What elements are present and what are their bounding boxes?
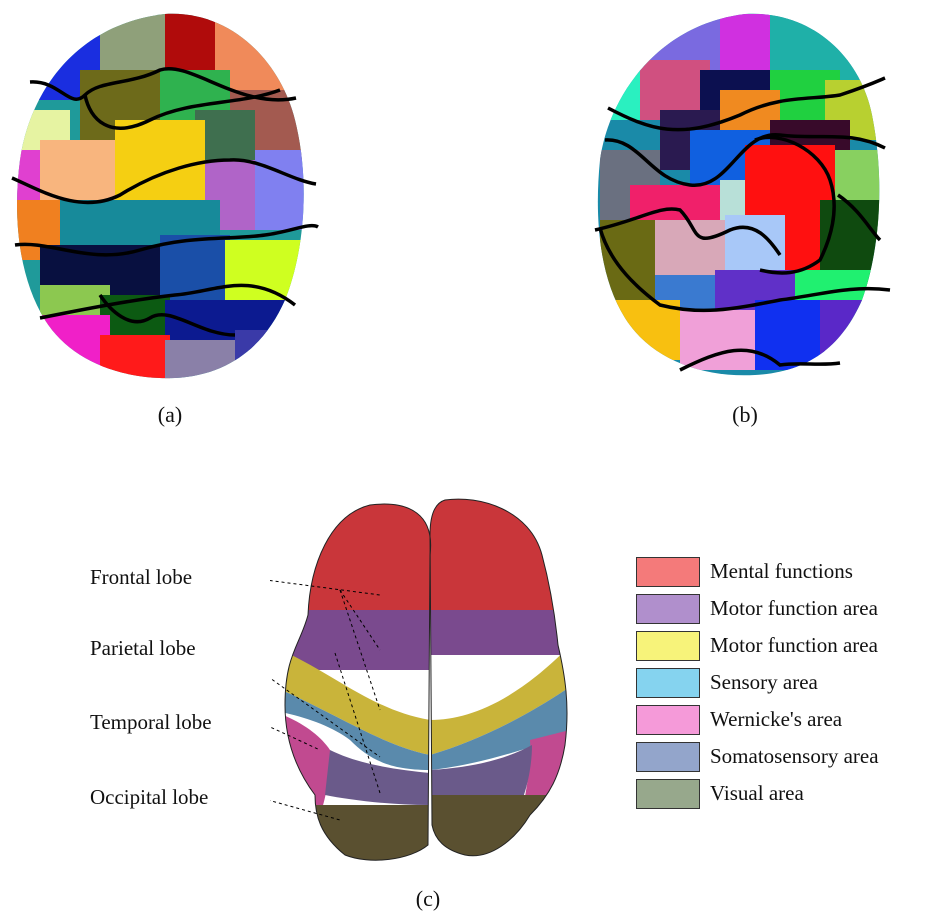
legend-label: Motor function area [710,633,878,658]
legend-item: Somatosensory area [636,738,879,775]
caption-c: (c) [398,886,458,912]
legend-label: Wernicke's area [710,707,842,732]
lobe-label-temporal: Temporal lobe [90,710,212,735]
panel-b-brain-parcellation [580,0,910,390]
legend-swatch [636,594,700,624]
caption-b: (b) [715,402,775,428]
legend-label: Sensory area [710,670,818,695]
legend-label: Somatosensory area [710,744,879,769]
legend-swatch [636,742,700,772]
lobe-label-occipital: Occipital lobe [90,785,208,810]
lobe-label-frontal: Frontal lobe [90,565,192,590]
legend-item: Visual area [636,775,879,812]
legend-swatch [636,557,700,587]
legend-swatch [636,705,700,735]
caption-a: (a) [140,402,200,428]
legend-item: Motor function area [636,590,879,627]
panel-c-lobe-brain [270,495,580,865]
legend-label: Visual area [710,781,804,806]
legend-label: Mental functions [710,559,853,584]
legend-item: Motor function area [636,627,879,664]
legend-item: Wernicke's area [636,701,879,738]
legend-swatch [636,668,700,698]
legend-item: Sensory area [636,664,879,701]
panel-a-brain-parcellation [0,0,330,390]
legend-swatch [636,779,700,809]
legend-label: Motor function area [710,596,878,621]
lobe-label-parietal: Parietal lobe [90,636,196,661]
legend-swatch [636,631,700,661]
legend: Mental functions Motor function area Mot… [636,553,879,812]
legend-item: Mental functions [636,553,879,590]
